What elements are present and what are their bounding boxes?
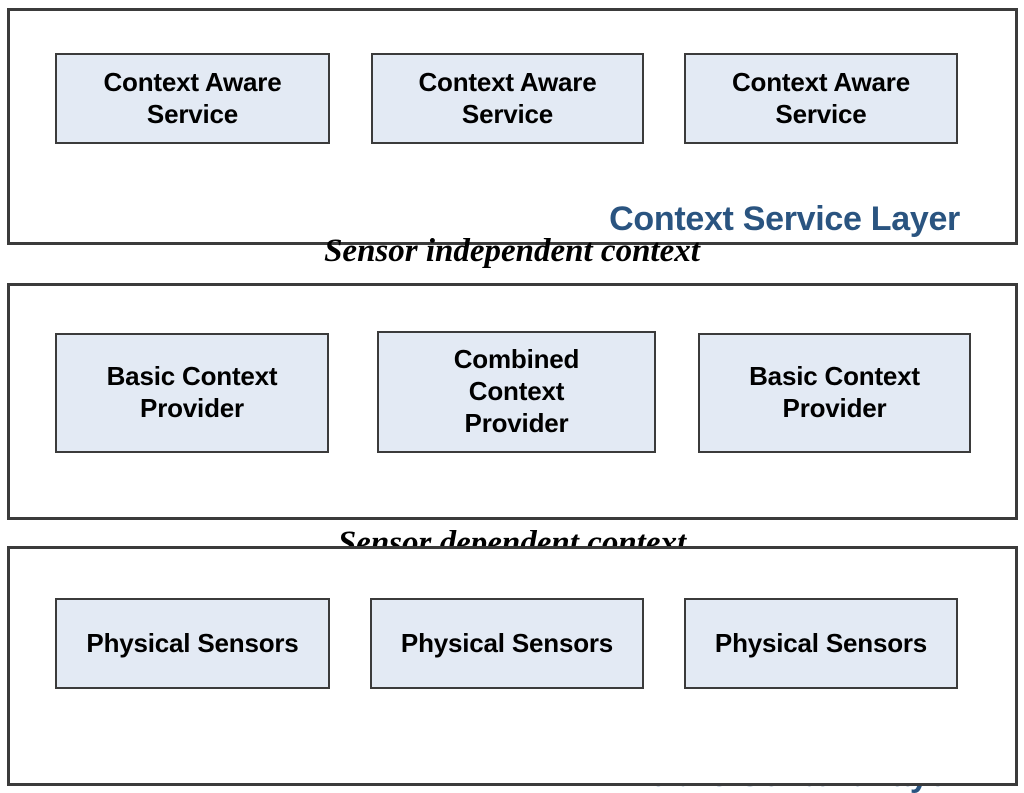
box-label-line-2: Service <box>775 98 867 129</box>
basic-context-provider-box-1[interactable]: Basic Context Provider <box>55 333 329 453</box>
context-aware-service-box-1[interactable]: Context Aware Service <box>55 53 330 144</box>
box-label-line-1: Basic Context <box>106 361 278 392</box>
box-label-line-1: Physical Sensors <box>714 627 928 658</box>
box-label-line-1: Combined <box>453 344 580 375</box>
sensor-independent-context-caption-line-1: Sensor independent context <box>324 233 700 269</box>
context-service-layer-title: Context Service Layer <box>609 200 960 238</box>
box-label-line-2: Provider <box>782 393 887 423</box>
box-label-line-2: Context <box>468 376 565 407</box>
box-label-line-2: Service <box>461 98 554 129</box>
box-label-line-1: Physical Sensors <box>86 627 299 658</box>
basic-context-provider-box-2[interactable]: Basic Context Provider <box>698 333 971 453</box>
context-aware-service-box-3[interactable]: Context Aware Service <box>684 53 958 144</box>
box-label-line-1: Basic Context <box>749 361 920 392</box>
physical-sensors-box-3[interactable]: Physical Sensors <box>684 598 958 689</box>
box-label-line-2: Service <box>146 98 239 129</box>
physical-sensors-box-1[interactable]: Physical Sensors <box>55 598 330 689</box>
box-label-line-1: Context Aware <box>418 66 597 97</box>
box-label-line-3: Provider <box>464 407 569 438</box>
combined-context-provider-box[interactable]: Combined Context Provider <box>377 331 656 453</box>
box-label-line-1: Context Aware <box>731 66 910 97</box>
physical-sensors-box-2[interactable]: Physical Sensors <box>370 598 644 689</box>
context-aware-service-box-2[interactable]: Context Aware Service <box>371 53 644 144</box>
box-label-line-2: Provider <box>140 393 244 423</box>
box-label-line-1: Context Aware <box>103 66 282 97</box>
box-label-line-1: Physical Sensors <box>400 627 614 658</box>
